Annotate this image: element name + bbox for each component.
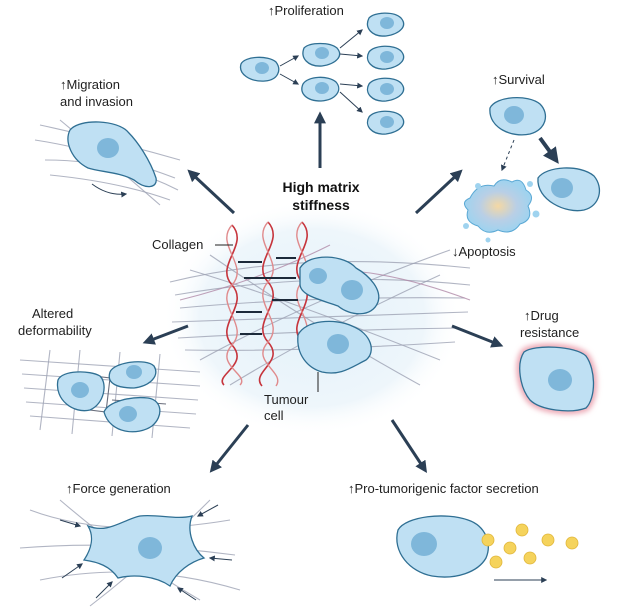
survival-label: ↑Survival: [492, 72, 545, 87]
tumour-cell-lower: [297, 320, 372, 374]
outcome-arrows: [142, 111, 504, 474]
arrow-left: [142, 324, 189, 345]
force-arrows: [59, 504, 233, 601]
force-cell-nucleus: [138, 537, 162, 559]
apoptosis-arrow: [500, 139, 515, 172]
migration-direction-arrow: [91, 183, 128, 198]
tumour-cell-upper: [299, 256, 380, 315]
drug-resistance-panel: ↑Drug resistance: [516, 308, 597, 414]
secreted-factors: [481, 523, 579, 569]
migration-label-line2: and invasion: [60, 94, 133, 109]
proliferation-arrows: [279, 29, 364, 113]
deformability-label-line1: Altered: [32, 306, 73, 321]
secreting-cell-nucleus: [411, 532, 437, 556]
migration-label-line1: ↑Migration: [60, 77, 120, 92]
surviving-cell-nucleus: [551, 178, 573, 198]
deform-cell-top-nucleus: [126, 365, 142, 379]
survival-arrow: [538, 136, 559, 164]
center-title-line1: High matrix: [282, 179, 359, 195]
collagen-label: Collagen: [152, 237, 203, 252]
drug-resistant-cell-nucleus: [548, 369, 572, 391]
arrow-up-left: [187, 169, 236, 215]
survival-cell-parent-nucleus: [504, 106, 524, 124]
center-title-line2: stiffness: [292, 197, 350, 213]
secretion-label: ↑Pro-tumorigenic factor secretion: [348, 481, 539, 496]
tumour-label-line1: Tumour: [264, 392, 309, 407]
force-panel: ↑Force generation: [19, 481, 241, 607]
arrow-right: [451, 324, 504, 348]
survival-panel: ↑Survival ↓Apoptosis: [452, 72, 601, 259]
deformability-panel: Altered deformability: [18, 306, 201, 439]
deformability-label-line2: deformability: [18, 323, 92, 338]
arrow-up-right: [414, 169, 463, 215]
secreting-cell: [396, 515, 489, 578]
proliferation-panel: ↑Proliferation: [239, 3, 405, 135]
proliferation-label: ↑Proliferation: [268, 3, 344, 18]
arrow-down-left: [209, 424, 250, 473]
apoptotic-cell: [463, 179, 540, 243]
proliferation-cells: [239, 12, 405, 135]
drug-label-line1: ↑Drug: [524, 308, 559, 323]
arrow-down-right: [390, 419, 427, 474]
drug-label-line2: resistance: [520, 325, 579, 340]
center-halo: [162, 200, 462, 436]
deform-cell-bottom-nucleus: [119, 406, 137, 422]
deform-cell-left-nucleus: [71, 382, 89, 398]
center-hub: High matrix stiffness Collagen Tumour ce…: [152, 179, 471, 436]
force-label: ↑Force generation: [66, 481, 171, 496]
tumour-label-line2: cell: [264, 408, 284, 423]
deformability-mesh: [19, 349, 201, 439]
apoptosis-label: ↓Apoptosis: [452, 244, 516, 259]
migrating-cell-nucleus: [97, 138, 119, 158]
secretion-panel: ↑Pro-tumorigenic factor secretion: [348, 481, 579, 583]
migration-panel: ↑Migration and invasion: [34, 77, 181, 206]
